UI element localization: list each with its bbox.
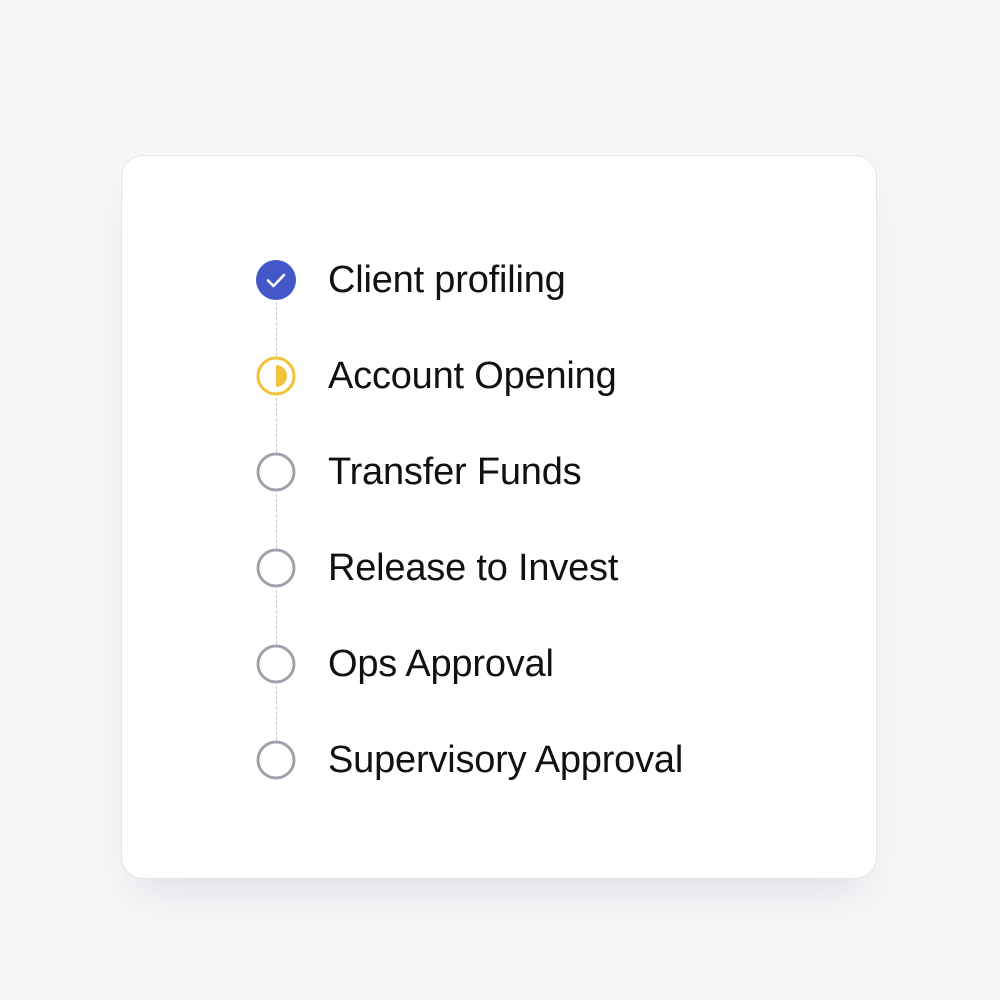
step-connector	[276, 494, 277, 548]
step-label: Transfer Funds	[328, 450, 582, 493]
empty-circle-icon	[256, 548, 296, 588]
step-connector	[276, 302, 277, 356]
step-label: Client profiling	[328, 258, 566, 301]
empty-circle-icon	[256, 740, 296, 780]
half-circle-icon	[256, 356, 296, 396]
step-connector	[276, 686, 277, 740]
step-release-to-invest[interactable]: Release to Invest	[256, 546, 619, 589]
step-connector	[276, 398, 277, 452]
step-label: Account Opening	[328, 354, 617, 397]
step-label: Supervisory Approval	[328, 738, 684, 781]
step-ops-approval[interactable]: Ops Approval	[256, 642, 554, 685]
step-account-opening[interactable]: Account Opening	[256, 354, 617, 397]
step-connector	[276, 590, 277, 644]
check-circle-icon	[256, 260, 296, 300]
step-supervisory-approval[interactable]: Supervisory Approval	[256, 738, 684, 781]
empty-circle-icon	[256, 644, 296, 684]
step-client-profiling[interactable]: Client profiling	[256, 258, 566, 301]
step-transfer-funds[interactable]: Transfer Funds	[256, 450, 582, 493]
empty-circle-icon	[256, 452, 296, 492]
progress-card	[121, 155, 877, 879]
step-label: Ops Approval	[328, 642, 554, 685]
step-label: Release to Invest	[328, 546, 619, 589]
